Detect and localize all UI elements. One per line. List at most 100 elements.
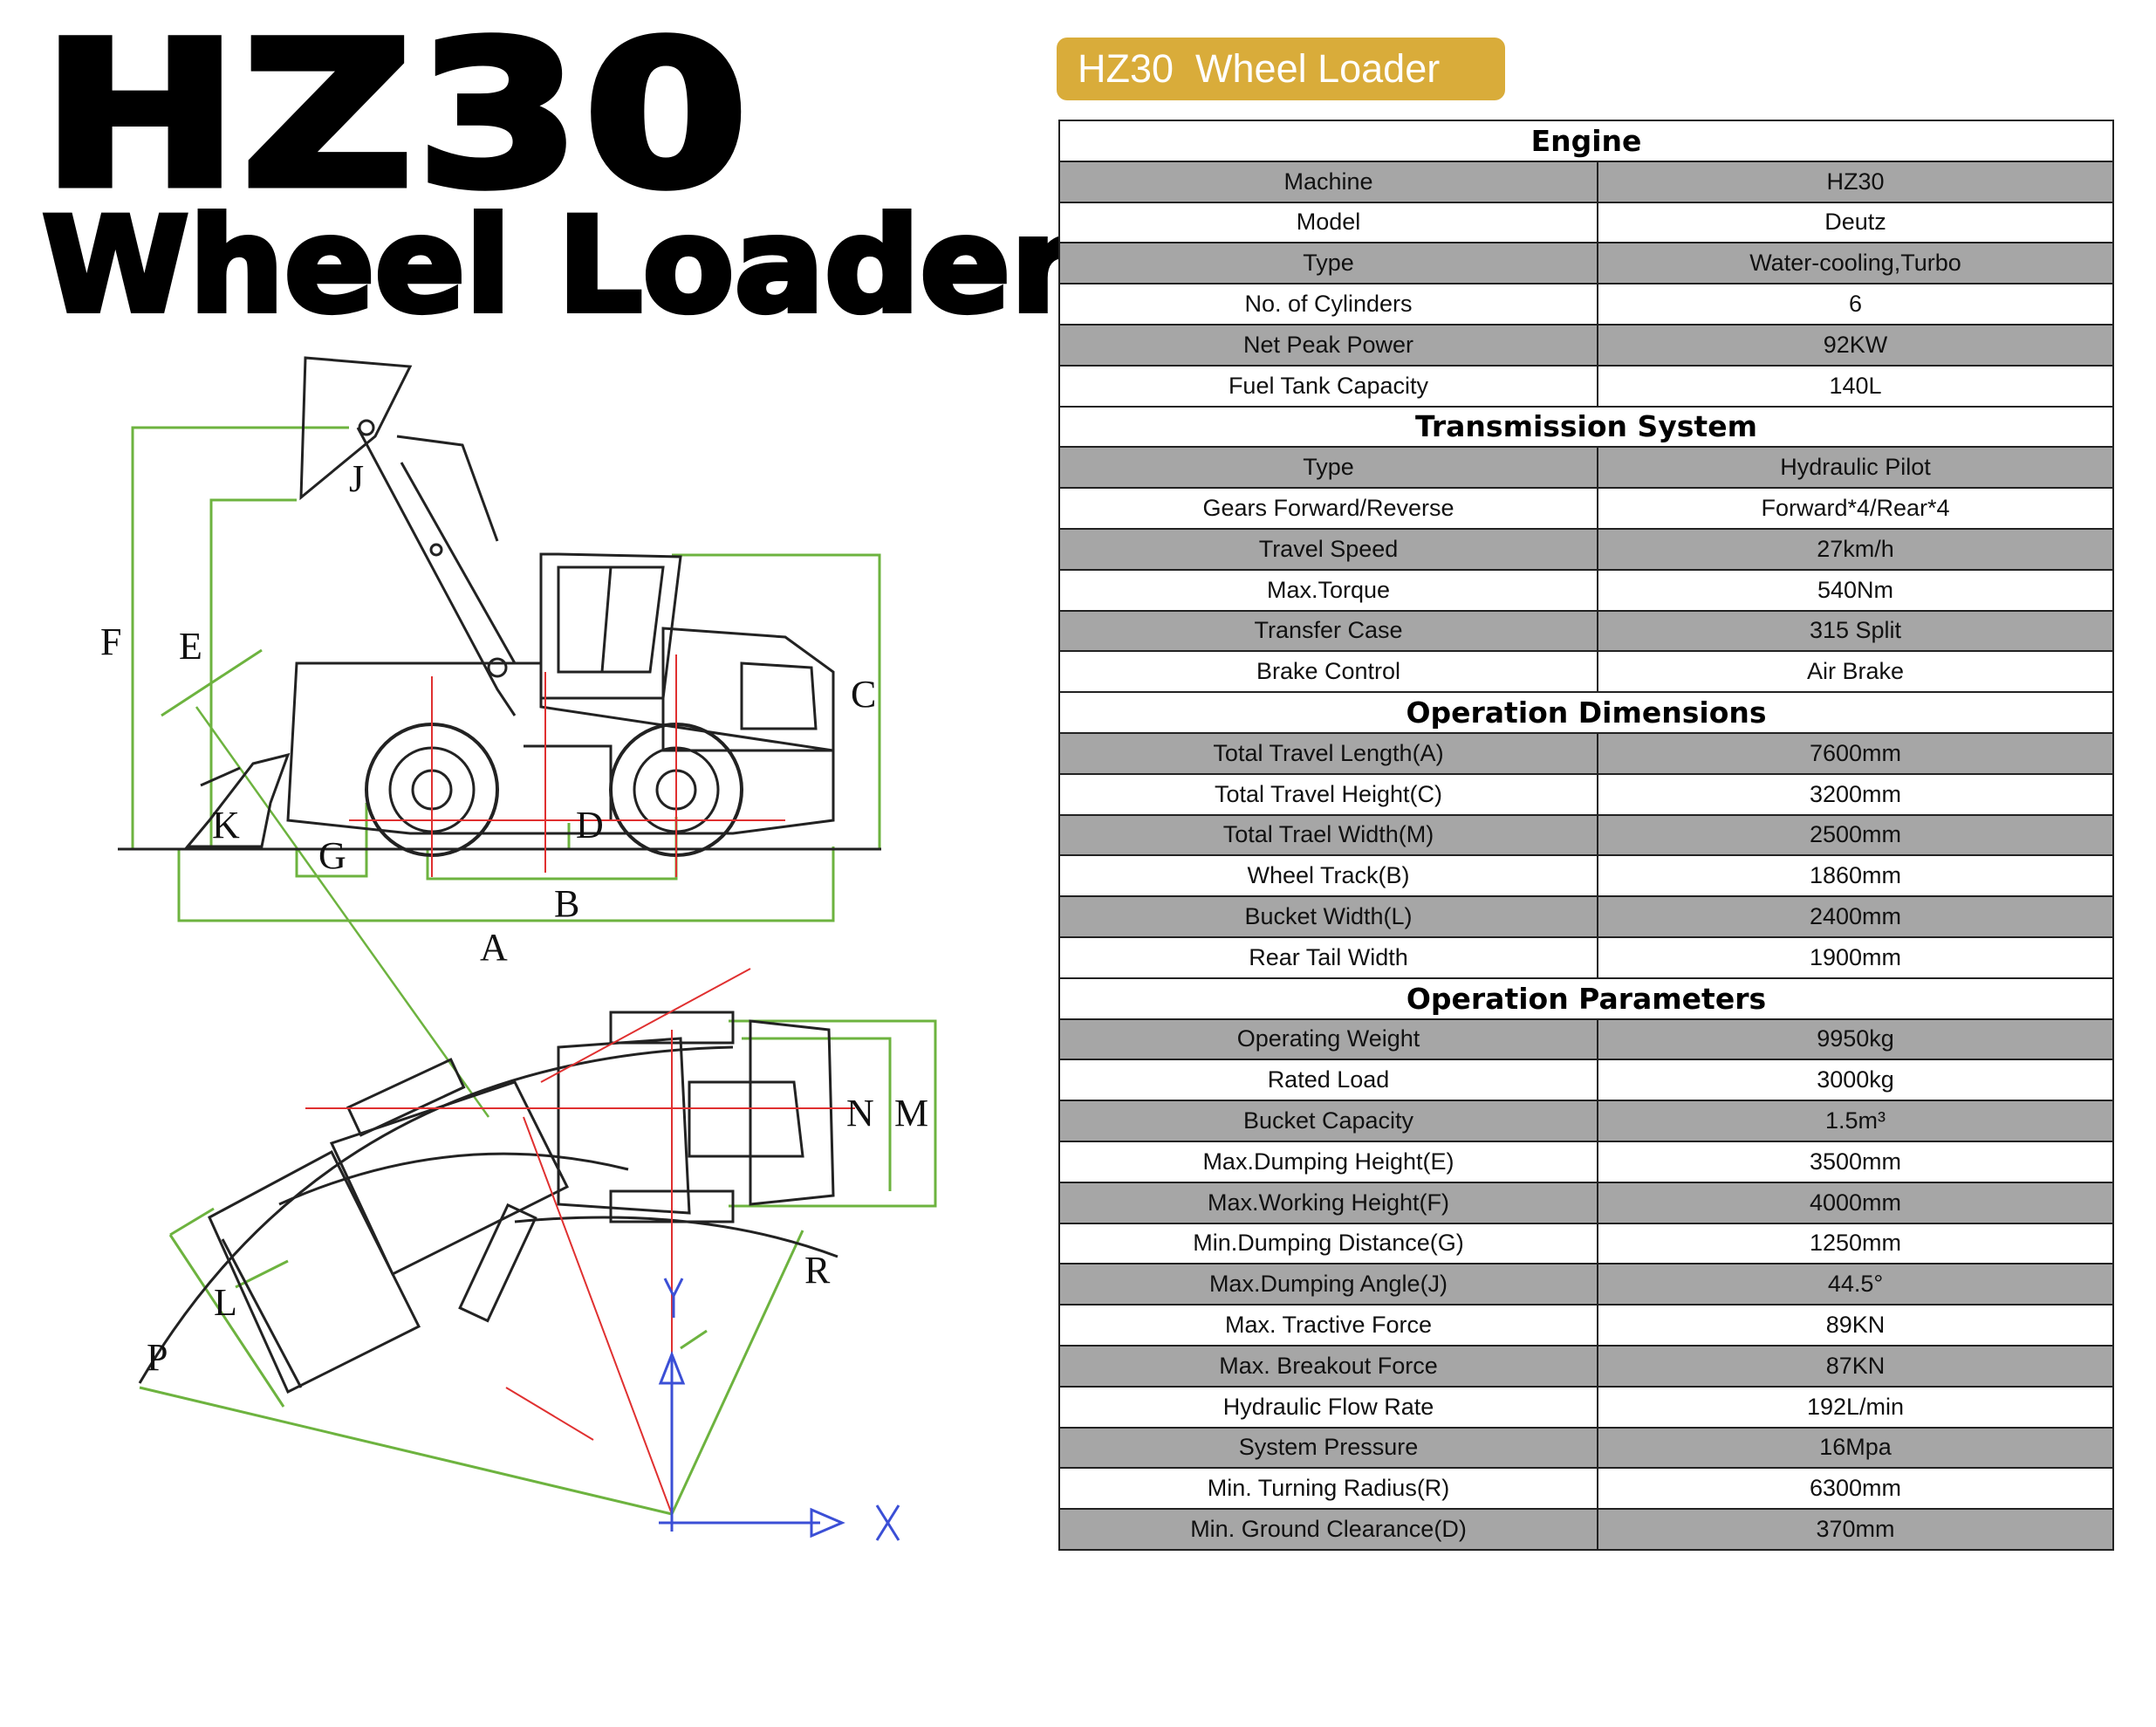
spec-value: 44.5° <box>1597 1263 2114 1306</box>
spec-label: Wheel Track(B) <box>1058 854 1598 898</box>
spec-row: Min.Dumping Distance(G)1250mm <box>1058 1222 2114 1265</box>
side-view-guide-lines <box>349 654 785 877</box>
label-a: A <box>480 926 508 969</box>
label-r: R <box>804 1249 831 1292</box>
spec-label: Max. Tractive Force <box>1058 1304 1598 1347</box>
label-m: M <box>894 1092 928 1134</box>
spec-value: 192L/min <box>1597 1385 2114 1429</box>
label-g: G <box>318 834 346 877</box>
spec-value: 6 <box>1597 283 2114 326</box>
spec-label: Min. Ground Clearance(D) <box>1058 1508 1598 1551</box>
spec-value: Water-cooling,Turbo <box>1597 242 2114 285</box>
spec-value: Forward*4/Rear*4 <box>1597 487 2114 530</box>
spec-label: Rated Load <box>1058 1059 1598 1102</box>
spec-badge: HZ30 Wheel Loader <box>1057 38 1505 100</box>
top-view-guide-lines <box>305 968 855 1515</box>
label-e: E <box>179 625 202 668</box>
top-view-loader-outline <box>208 1011 835 1395</box>
label-f: F <box>100 620 121 663</box>
spec-label: Rear Tail Width <box>1058 935 1598 979</box>
label-b: B <box>554 882 579 925</box>
spec-label: System Pressure <box>1058 1426 1598 1470</box>
section-title: Transmission System <box>1058 405 2114 449</box>
spec-value: HZ30 <box>1597 160 2114 203</box>
spec-label: Total Trael Width(M) <box>1058 813 1598 857</box>
label-d: D <box>576 804 604 846</box>
spec-row: Min. Ground Clearance(D)370mm <box>1058 1508 2114 1551</box>
section-title: Engine <box>1058 120 2114 162</box>
loader-dimension-diagram: F E J C K G D B A N M R L P Y X <box>100 356 937 1541</box>
spec-label: Max.Dumping Height(E) <box>1058 1140 1598 1183</box>
spec-value: Hydraulic Pilot <box>1597 446 2114 490</box>
label-p: P <box>147 1336 168 1379</box>
spec-value: 7600mm <box>1597 731 2114 775</box>
spec-value: 3200mm <box>1597 772 2114 816</box>
spec-label: Travel Speed <box>1058 527 1598 571</box>
spec-label: Net Peak Power <box>1058 323 1598 367</box>
section-header: Engine <box>1058 120 2114 162</box>
spec-label: Brake Control <box>1058 650 1598 694</box>
top-view-dimension-lines <box>139 1019 937 1516</box>
spec-label: Max.Dumping Angle(J) <box>1058 1263 1598 1306</box>
label-k: K <box>212 804 240 846</box>
spec-value: Deutz <box>1597 201 2114 244</box>
spec-row: Wheel Track(B)1860mm <box>1058 854 2114 898</box>
product-model-title: HZ30 <box>38 0 752 231</box>
spec-value: 315 Split <box>1597 609 2114 653</box>
section-title: Operation Parameters <box>1058 977 2114 1020</box>
spec-label: Operating Weight <box>1058 1018 1598 1061</box>
spec-label: Max.Working Height(F) <box>1058 1181 1598 1224</box>
label-j: J <box>349 457 364 500</box>
label-l: L <box>214 1281 237 1324</box>
spec-value: 1.5m³ <box>1597 1100 2114 1142</box>
spec-row: Total Travel Height(C)3200mm <box>1058 772 2114 816</box>
spec-row: Bucket Width(L)2400mm <box>1058 895 2114 938</box>
section-header: Operation Parameters <box>1058 977 2114 1020</box>
side-view-dimension-lines <box>131 426 881 1118</box>
spec-row: Min. Turning Radius(R)6300mm <box>1058 1467 2114 1511</box>
spec-label: Machine <box>1058 160 1598 203</box>
spec-label: Fuel Tank Capacity <box>1058 364 1598 408</box>
spec-value: 87KN <box>1597 1344 2114 1388</box>
spec-label: Max.Torque <box>1058 568 1598 612</box>
section-title: Operation Dimensions <box>1058 691 2114 734</box>
spec-row: Total Trael Width(M)2500mm <box>1058 813 2114 857</box>
spec-label: Type <box>1058 446 1598 490</box>
section-header: Transmission System <box>1058 405 2114 449</box>
spec-value: 1900mm <box>1597 935 2114 979</box>
spec-value: 6300mm <box>1597 1467 2114 1511</box>
spec-value: 3000kg <box>1597 1059 2114 1102</box>
spec-value: 370mm <box>1597 1508 2114 1551</box>
label-c: C <box>851 673 876 716</box>
spec-row: Max.Dumping Height(E)3500mm <box>1058 1140 2114 1183</box>
spec-label: Bucket Width(L) <box>1058 895 1598 938</box>
spec-value: 1860mm <box>1597 854 2114 898</box>
spec-value: 4000mm <box>1597 1181 2114 1224</box>
spec-value: 140L <box>1597 364 2114 408</box>
spec-label: No. of Cylinders <box>1058 283 1598 326</box>
spec-label: Transfer Case <box>1058 609 1598 653</box>
spec-row: Max.Working Height(F)4000mm <box>1058 1181 2114 1224</box>
section-header: Operation Dimensions <box>1058 691 2114 734</box>
spec-value: 1250mm <box>1597 1222 2114 1265</box>
spec-label: Bucket Capacity <box>1058 1100 1598 1142</box>
spec-value: 540Nm <box>1597 568 2114 612</box>
